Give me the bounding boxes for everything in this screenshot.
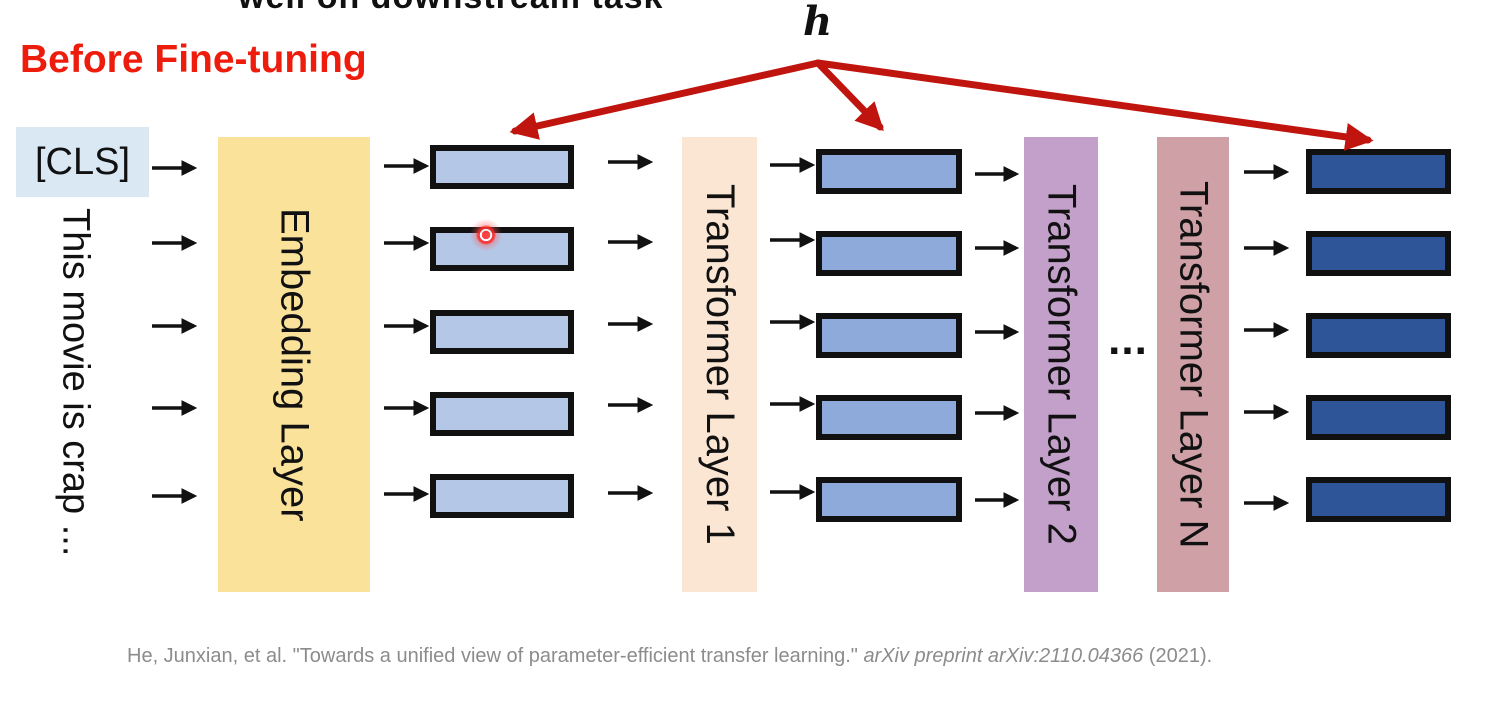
citation-authors: He, Junxian, et al. bbox=[127, 645, 288, 667]
citation-venue: arXiv preprint arXiv:2110.04366 bbox=[863, 645, 1144, 667]
embedding-vector bbox=[430, 310, 574, 354]
transformer-layer-1: Transformer Layer 1 bbox=[682, 137, 757, 592]
embedding-vector bbox=[430, 227, 574, 271]
transformer-layer-2: Transformer Layer 2 bbox=[1024, 137, 1098, 592]
layer1-vector bbox=[816, 313, 962, 358]
layer-n-out-arrows bbox=[1244, 164, 1290, 511]
transformer-layer-2-label: Transformer Layer 2 bbox=[1039, 184, 1084, 545]
cls-token-box: [CLS] bbox=[16, 127, 149, 197]
embedding-vector bbox=[430, 474, 574, 518]
layer-n-vector bbox=[1306, 313, 1451, 358]
section-title: Before Fine-tuning bbox=[20, 38, 367, 81]
citation-title: "Towards a unified view of parameter-eff… bbox=[292, 645, 858, 667]
h-arrow-to-embedding-output bbox=[509, 59, 822, 140]
layer-n-vector bbox=[1306, 477, 1451, 522]
h-arrow-to-layer1-output bbox=[814, 59, 884, 132]
h-arrow-to-layer-n-output bbox=[814, 59, 1374, 151]
embedding-out-arrows bbox=[384, 158, 430, 502]
layer1-vector bbox=[816, 395, 962, 440]
transformer-layer-n-label: Transformer Layer N bbox=[1171, 180, 1216, 549]
citation: He, Junxian, et al. "Towards a unified v… bbox=[127, 642, 1293, 671]
layer1-in-arrows bbox=[608, 154, 654, 501]
layer1-vector bbox=[816, 149, 962, 194]
embedding-vector bbox=[430, 145, 574, 189]
slide-title-fragment: well on downstream task bbox=[238, 0, 663, 17]
layer1-vector bbox=[816, 231, 962, 276]
h-arrows bbox=[509, 59, 1374, 151]
hidden-state-label: h bbox=[803, 0, 833, 45]
layer2-in-arrows bbox=[975, 166, 1020, 508]
embedding-layer-label: Embedding Layer bbox=[272, 207, 317, 522]
input-arrows bbox=[152, 160, 198, 504]
pointer-cursor-indicator bbox=[470, 219, 502, 251]
layer-n-vector bbox=[1306, 231, 1451, 276]
layer1-vector bbox=[816, 477, 962, 522]
layer-n-vector bbox=[1306, 395, 1451, 440]
transformer-layer-1-label: Transformer Layer 1 bbox=[698, 184, 742, 545]
embedding-vector bbox=[430, 392, 574, 436]
layer1-out-arrows bbox=[770, 157, 816, 500]
embedding-layer: Embedding Layer bbox=[218, 137, 370, 592]
transformer-layer-n: Transformer Layer N bbox=[1157, 137, 1229, 592]
layers-ellipsis: ... bbox=[1108, 315, 1148, 364]
cls-token-label: [CLS] bbox=[34, 140, 131, 183]
layer-n-vector bbox=[1306, 149, 1451, 194]
input-sentence: This movie is crap ... bbox=[54, 208, 97, 557]
citation-year: (2021). bbox=[1148, 645, 1213, 667]
